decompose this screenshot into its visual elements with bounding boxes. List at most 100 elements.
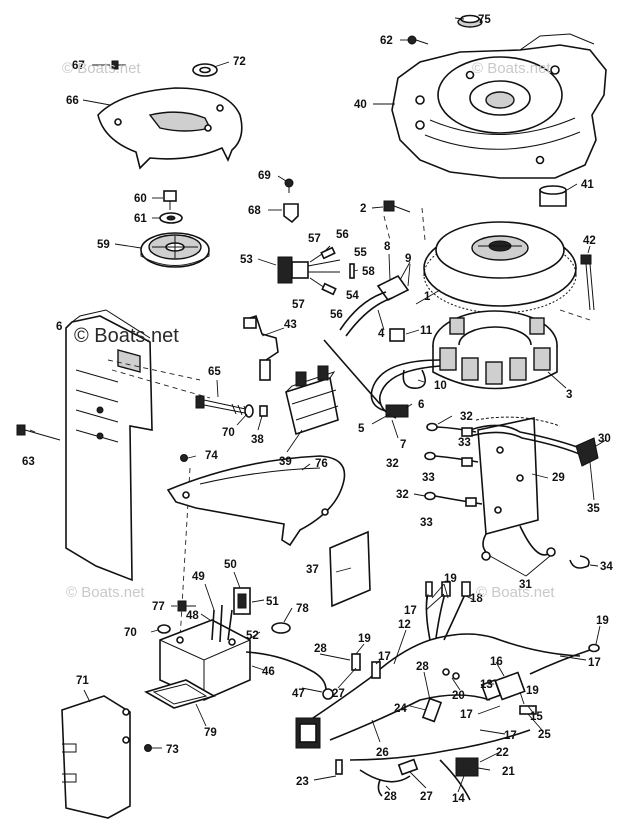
- callout-20: 20: [452, 690, 465, 702]
- part-3-stator: [432, 310, 558, 390]
- part-78-clamp: [271, 622, 291, 634]
- part-11-clip: [389, 328, 405, 342]
- callout-2: 2: [360, 203, 366, 215]
- part-71-shield: [61, 695, 131, 819]
- callout-50: 50: [224, 559, 237, 571]
- callout-24: 24: [394, 703, 407, 715]
- part-28-27-terminals: [335, 758, 419, 797]
- callout-53: 53: [240, 254, 253, 266]
- callout-70-lower: 70: [124, 627, 137, 639]
- part-61-washer: [159, 212, 183, 224]
- callout-19-lower: 19: [526, 685, 539, 697]
- callout-59: 59: [97, 239, 110, 251]
- callout-41: 41: [581, 179, 594, 191]
- part-12-harness: [295, 581, 581, 801]
- callout-60: 60: [134, 193, 147, 205]
- part-24-connector: [421, 697, 443, 723]
- callout-71: 71: [76, 675, 89, 687]
- callout-6-upper: 6: [418, 399, 424, 411]
- callout-48: 48: [186, 610, 199, 622]
- part-65-bolt: [195, 395, 251, 417]
- callout-34: 34: [600, 561, 613, 573]
- callout-22: 22: [496, 747, 509, 759]
- callout-39: 39: [279, 456, 292, 468]
- part-76-cover: [166, 455, 346, 547]
- callout-52: 52: [246, 630, 259, 642]
- part-10-strap: [402, 369, 426, 389]
- callout-1: 1: [424, 291, 431, 303]
- callout-19-right: 19: [596, 615, 609, 627]
- callout-57-bottom: 57: [292, 299, 305, 311]
- callout-9: 9: [405, 253, 411, 265]
- part-60-screw: [163, 190, 177, 210]
- part-59-sensor: [140, 232, 210, 268]
- callout-28-left: 28: [314, 643, 327, 655]
- callout-7: 7: [400, 439, 406, 451]
- callout-35: 35: [587, 503, 600, 515]
- stator-lead-wires: [323, 339, 441, 419]
- callout-28-center: 28: [416, 661, 429, 673]
- callout-49: 49: [192, 571, 205, 583]
- callout-37: 37: [306, 564, 319, 576]
- part-38-nut: [259, 405, 268, 417]
- callout-31: 31: [519, 579, 532, 591]
- callout-29: 29: [552, 472, 565, 484]
- callout-70-upper: 70: [222, 427, 235, 439]
- callout-33-middle: 33: [422, 472, 435, 484]
- callout-32-top: 32: [460, 411, 473, 423]
- callout-25: 25: [538, 729, 551, 741]
- part-31-bracket: [469, 416, 586, 561]
- callout-3: 3: [566, 389, 572, 401]
- part-58-pin: [349, 263, 355, 279]
- callout-73: 73: [166, 744, 179, 756]
- callout-14: 14: [452, 793, 465, 805]
- part-72-washer: [192, 63, 218, 77]
- part-67-screw: [111, 60, 126, 70]
- part-64-shroud: [65, 309, 153, 582]
- callout-78: 78: [296, 603, 309, 615]
- part-42-bolt: [580, 254, 595, 311]
- callout-67: 67: [72, 60, 85, 72]
- callout-72: 72: [233, 56, 246, 68]
- callout-15: 15: [530, 711, 543, 723]
- part-30-connector: [575, 437, 599, 467]
- callout-58: 58: [362, 266, 375, 278]
- part-13-16-terminals: [480, 643, 600, 701]
- watermark: © Boats.net: [62, 60, 141, 77]
- part-37-plate: [329, 530, 371, 608]
- part-75-plug: [457, 14, 483, 28]
- callout-64: 6: [56, 321, 62, 333]
- part-8-grommet: [339, 274, 410, 337]
- part-53-connector: [277, 245, 341, 296]
- callout-27-upper: 27: [332, 688, 345, 700]
- callout-54: 54: [346, 290, 359, 302]
- callout-40: 40: [354, 99, 367, 111]
- callout-65: 65: [208, 366, 221, 378]
- callout-26: 26: [376, 747, 389, 759]
- callout-11: 11: [420, 325, 433, 337]
- callout-56-bottom: 56: [330, 309, 343, 321]
- part-73-screw: [144, 744, 152, 752]
- callout-38: 38: [251, 434, 264, 446]
- callout-17-left: 17: [378, 651, 391, 663]
- watermark: © Boats.net: [66, 584, 145, 601]
- leader-lines: [29, 17, 607, 793]
- callout-4: 4: [378, 328, 385, 340]
- part-41-bushing: [539, 185, 567, 207]
- callout-66: 66: [66, 95, 79, 107]
- callout-10: 10: [434, 380, 447, 392]
- callout-32-middle: 32: [386, 458, 399, 470]
- callout-68: 68: [248, 205, 261, 217]
- watermark: © Boats.net: [472, 60, 551, 77]
- part-46-power-pack: [159, 604, 251, 701]
- callout-32-bottom: 32: [396, 489, 409, 501]
- callout-47: 47: [292, 688, 305, 700]
- callout-13: 13: [480, 679, 493, 691]
- part-39-coil: [285, 365, 339, 436]
- callout-55: 55: [354, 247, 367, 259]
- callout-75: 75: [478, 14, 491, 26]
- callout-16: 16: [490, 656, 503, 668]
- callout-63: 63: [22, 456, 35, 468]
- part-79-gasket: [143, 679, 217, 709]
